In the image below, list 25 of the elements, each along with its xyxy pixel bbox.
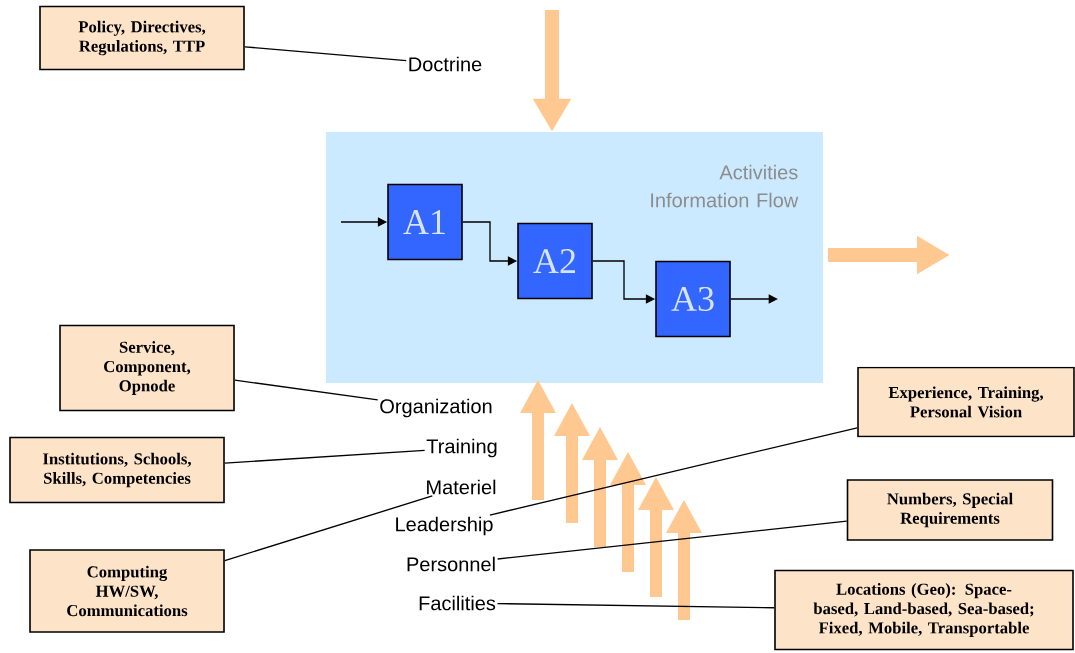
leader-line — [224, 449, 426, 464]
note-box: Computing HW/SW, Communications — [29, 549, 225, 633]
category-label: Doctrine — [409, 56, 482, 72]
leader-line — [496, 520, 848, 560]
note-box: Institutions, Schools, Skills, Competencies — [9, 436, 225, 504]
note-box: Service, Component, Opnode — [59, 324, 235, 412]
category-label: Training — [426, 438, 497, 458]
leader-line — [224, 495, 433, 562]
category-label: Materiel — [427, 479, 496, 495]
activity-box: A3 — [655, 260, 731, 338]
category-label: Organization — [380, 398, 492, 418]
note-box: Numbers, Special Requirements — [846, 479, 1054, 541]
category-label: Facilities — [419, 595, 496, 611]
leader-line — [496, 602, 775, 609]
note-box: Locations (Geo): Space-based, Land-based, Sea-based; Fixed, Mobile, Transportable — [774, 569, 1074, 651]
activity-box: A2 — [517, 222, 593, 300]
category-label: Leadership — [396, 516, 493, 536]
note-box: Policy, Directives, Regulations, TTP — [39, 5, 245, 71]
leader-line — [244, 46, 407, 62]
leader-line — [489, 427, 858, 516]
category-label: Personnel — [407, 556, 495, 572]
leader-line — [234, 379, 379, 401]
activity-box: A1 — [387, 183, 463, 261]
note-box: Experience, Training, Personal Vision — [857, 366, 1075, 438]
flow-arrow — [730, 294, 778, 304]
